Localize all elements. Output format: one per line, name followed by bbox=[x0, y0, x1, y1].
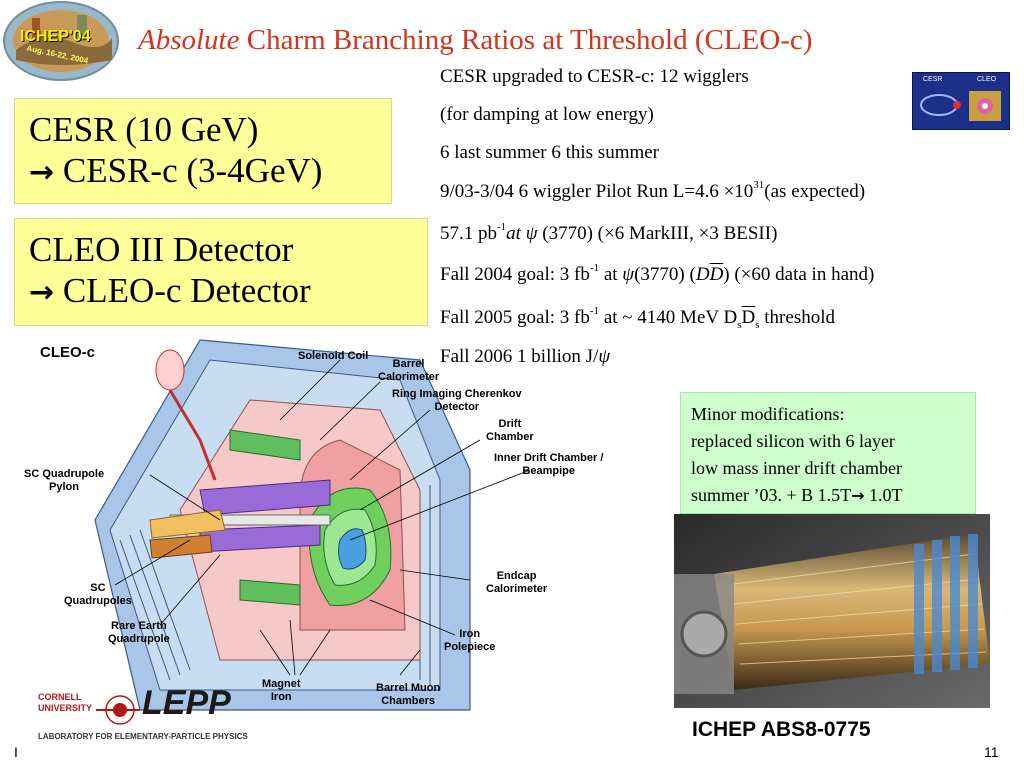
cleo-c-diagram: Solenoid Coil Barrel Calorimeter Ring Im… bbox=[0, 330, 674, 730]
label-rich: Ring Imaging Cherenkov Detector bbox=[392, 388, 522, 413]
l6-c: (3770) ( bbox=[634, 264, 696, 285]
lepp-star-icon bbox=[96, 695, 140, 725]
label-drift: Drift Chamber bbox=[486, 418, 534, 443]
lepp-university: UNIVERSITY bbox=[38, 703, 93, 713]
diagram-title: CLEO-c bbox=[40, 344, 96, 361]
lepp-wordmark: LEPP bbox=[142, 684, 231, 722]
ichep-logo-graphic bbox=[3, 1, 119, 81]
l5-a: 57.1 pb bbox=[440, 223, 497, 244]
cesr-cleo-logo: CESR CLEO bbox=[912, 72, 1010, 130]
l6-dbar: D bbox=[709, 264, 724, 285]
l7-sub-1: s bbox=[737, 318, 742, 331]
text-line-8: Fall 2006 1 billion J/ψ bbox=[440, 346, 610, 368]
ichep-logo: ICHEP'04 Aug. 16-22, 2004 bbox=[2, 0, 120, 82]
label-solenoid: Solenoid Coil bbox=[298, 350, 369, 362]
note-line-4: summer ’03. + B 1.5T→ 1.0T bbox=[691, 482, 965, 509]
l4-a: 9/03-3/04 6 wiggler Pilot Run L=4.6 ×10 bbox=[440, 181, 754, 202]
title-italic: Absolute bbox=[138, 24, 240, 56]
text-line-6: Fall 2004 goal: 3 fb-1 at ψ(3770) (DD) (… bbox=[440, 262, 875, 286]
cesr-c-label: CESR-c (3-4GeV) bbox=[62, 151, 323, 190]
l7-dbar: D bbox=[741, 307, 756, 328]
text-line-4: 9/03-3/04 6 wiggler Pilot Run L=4.6 ×103… bbox=[440, 179, 866, 203]
l6-d1: D bbox=[695, 264, 710, 285]
text-line-3: 6 last summer 6 this summer bbox=[440, 142, 660, 163]
l7-sub-2: s bbox=[755, 318, 760, 331]
lepp-cornell: CORNELL bbox=[38, 692, 82, 702]
label-barrel-cal: Barrel Calorimeter bbox=[378, 358, 440, 383]
label-magnet-iron: Magnet Iron bbox=[262, 678, 301, 703]
l8-a: Fall 2006 1 billion J/ bbox=[440, 346, 599, 367]
drift-chamber-photo bbox=[674, 514, 990, 708]
modifications-note: Minor modifications: replaced silicon wi… bbox=[680, 392, 976, 514]
text-line-2: (for damping at low energy) bbox=[440, 104, 654, 125]
l7-sup: -1 bbox=[589, 305, 600, 317]
title-rest: Charm Branching Ratios at Threshold (CLE… bbox=[246, 24, 813, 56]
l6-a: Fall 2004 goal: 3 fb bbox=[440, 264, 590, 285]
drift-chamber-photo-graphic bbox=[674, 514, 990, 708]
cleo-line-2: → CLEO-c Detector bbox=[29, 270, 415, 313]
cesr-logo-label: CESR bbox=[923, 76, 943, 83]
note-line-4-b: 1.0T bbox=[864, 485, 903, 505]
cleo-line-1: CLEO III Detector bbox=[29, 230, 294, 269]
l7-b: at ~ 4140 MeV D bbox=[599, 307, 738, 328]
cesr-cleo-logo-graphic bbox=[920, 91, 1001, 121]
cleo-box: CLEO III Detector → CLEO-c Detector bbox=[14, 218, 428, 326]
l4-sup: 31 bbox=[753, 179, 765, 191]
l5-psi: ψ bbox=[525, 223, 538, 244]
page-mark: I bbox=[14, 744, 18, 760]
text-line-7: Fall 2005 goal: 3 fb-1 at ~ 4140 MeV DsD… bbox=[440, 305, 835, 331]
label-muon: Barrel Muon Chambers bbox=[376, 682, 441, 707]
cesr-line-2: → CESR-c (3-4GeV) bbox=[29, 150, 379, 193]
note-line-2: replaced silicon with 6 layer bbox=[691, 431, 895, 451]
label-rare-earth: Rare Earth Quadrupole bbox=[108, 620, 170, 645]
cesr-line-1: CESR (10 GeV) bbox=[29, 110, 259, 149]
note-line-3: low mass inner drift chamber bbox=[691, 458, 902, 478]
page-number: 11 bbox=[984, 744, 999, 760]
cesr-box: CESR (10 GeV) → CESR-c (3-4GeV) bbox=[14, 98, 392, 204]
l6-sup: -1 bbox=[589, 262, 600, 274]
abstract-id: ICHEP ABS8-0775 bbox=[692, 718, 871, 741]
l7-c: threshold bbox=[759, 307, 835, 328]
l6-b: at bbox=[599, 264, 623, 285]
label-sc-quad-pylon: SC Quadrupole Pylon bbox=[24, 468, 105, 493]
l4-b: (as expected) bbox=[764, 181, 866, 202]
l8-psi: ψ bbox=[598, 346, 611, 367]
text-line-1: CESR upgraded to CESR-c: 12 wigglers bbox=[440, 66, 749, 87]
l5-sup: -1 bbox=[497, 221, 507, 233]
label-endcap-cal: Endcap Calorimeter bbox=[486, 570, 548, 595]
arrow-icon: → bbox=[29, 275, 55, 310]
l5-b: (3770) (×6 MarkIII, ×3 BESII) bbox=[542, 223, 778, 244]
cleo-c-label: CLEO-c Detector bbox=[62, 271, 311, 310]
note-line-1: Minor modifications: bbox=[691, 404, 845, 424]
page-title: Absolute Charm Branching Ratios at Thres… bbox=[138, 24, 812, 57]
label-inner-drift: Inner Drift Chamber / Beampipe bbox=[494, 452, 604, 477]
note-line-4-a: summer ’03. + B 1.5T bbox=[691, 485, 852, 505]
arrow-icon: → bbox=[29, 155, 55, 190]
label-iron-pole: Iron Polepiece bbox=[444, 628, 496, 653]
cleo-c-diagram-graphic bbox=[94, 339, 531, 711]
l6-psi: ψ bbox=[622, 264, 635, 285]
l6-e: ) (×60 data in hand) bbox=[723, 264, 875, 285]
l5-at: at bbox=[506, 223, 521, 244]
arrow-icon: → bbox=[851, 486, 865, 505]
lepp-subtitle: LABORATORY FOR ELEMENTARY-PARTICLE PHYSI… bbox=[38, 732, 248, 741]
cleo-logo-label: CLEO bbox=[977, 76, 997, 83]
lepp-logo: CORNELL UNIVERSITY LEPP bbox=[38, 684, 258, 734]
l7-a: Fall 2005 goal: 3 fb bbox=[440, 307, 590, 328]
ichep-logo-title: ICHEP'04 bbox=[20, 28, 91, 45]
text-line-5: 57.1 pb-1at ψ (3770) (×6 MarkIII, ×3 BES… bbox=[440, 221, 778, 245]
label-sc-quads: SC Quadrupoles bbox=[64, 582, 132, 607]
